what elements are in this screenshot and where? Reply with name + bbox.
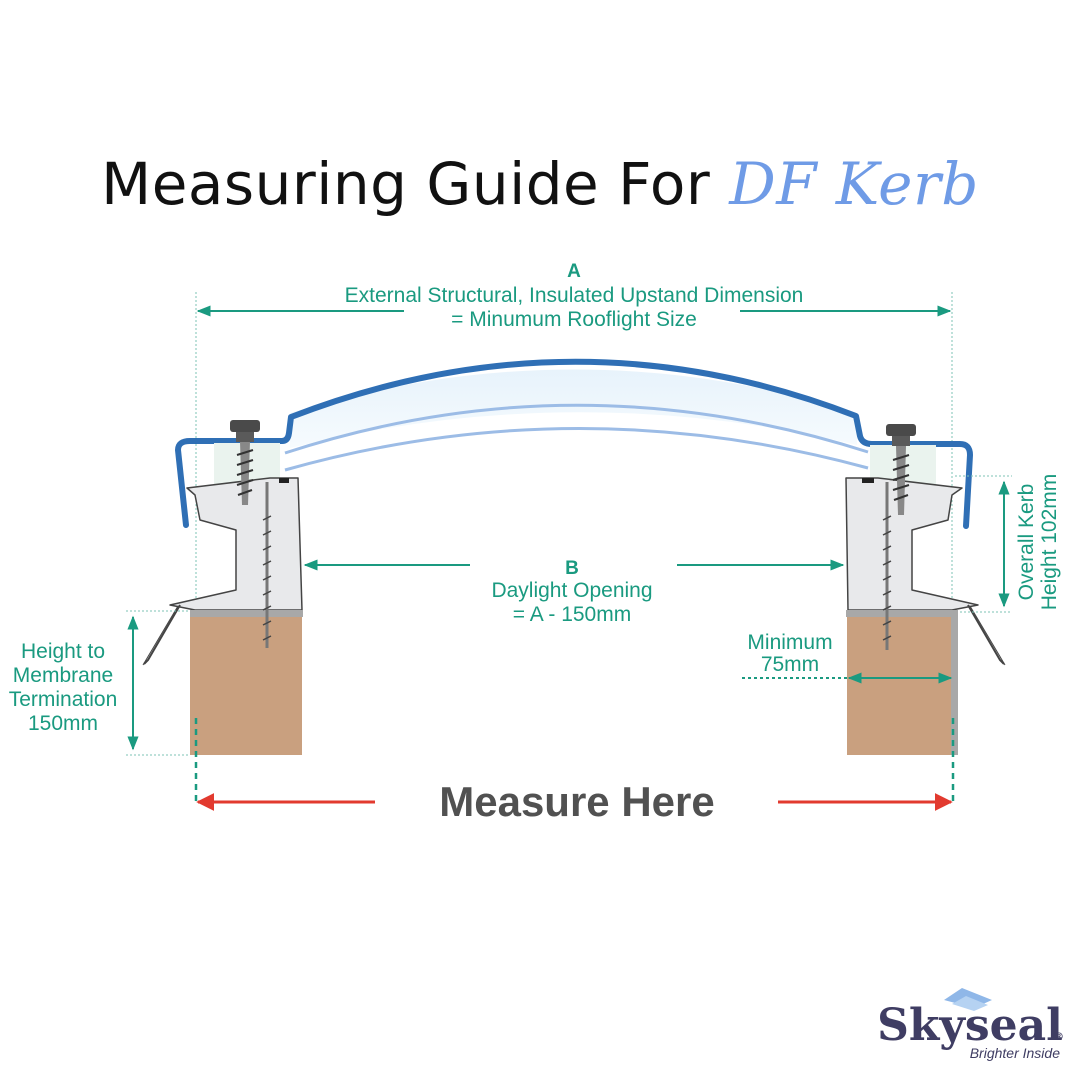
dome-outline (175, 358, 973, 529)
right-timber-upstand (847, 617, 951, 755)
dome-glazing (290, 369, 857, 448)
dimension-b-line1: Daylight Opening (491, 579, 652, 602)
logo-name: Skyseal (877, 1000, 1063, 1051)
height-note-line3: Termination (9, 688, 118, 711)
dimension-a-line1: External Structural, Insulated Upstand D… (345, 284, 804, 307)
page-title: Measuring Guide For DF Kerb (0, 150, 1080, 218)
height-note-line4: 150mm (28, 712, 98, 735)
kerb-note-line1: Overall Kerb (1015, 484, 1038, 601)
dimension-a-letter: A (567, 261, 581, 282)
kerb-note-line2: Height 102mm (1038, 474, 1061, 611)
logo-tagline: Brighter Inside (970, 1045, 1060, 1061)
skyseal-logo: Skyseal ® Brighter Inside (877, 988, 1064, 1061)
dimension-b-letter: B (565, 558, 579, 579)
dome-inner-skin-2 (284, 427, 869, 472)
left-kerb (142, 420, 303, 755)
height-note-line1: Height to (21, 640, 105, 663)
right-kerb (845, 424, 1006, 755)
left-timber-upstand (190, 617, 302, 755)
logo-registered: ® (1054, 1032, 1064, 1043)
title-accent: DF Kerb (729, 150, 979, 218)
measure-label: Measure Here (439, 778, 714, 825)
dimension-a-line2: = Minumum Rooflight Size (451, 308, 697, 331)
minimum-note-line2: 75mm (761, 653, 819, 676)
title-prefix: Measuring Guide For (101, 150, 711, 218)
dome-inner-skin-1 (284, 403, 869, 455)
dimension-b-line2: = A - 150mm (513, 603, 631, 626)
minimum-note-line1: Minimum (747, 631, 832, 654)
height-note-line2: Membrane (13, 664, 113, 687)
